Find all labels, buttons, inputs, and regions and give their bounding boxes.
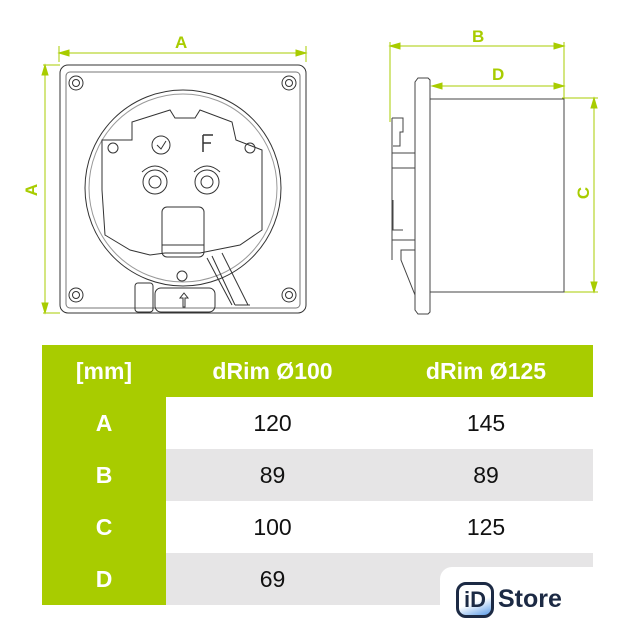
side-diameter-c-label: C <box>574 186 594 200</box>
idstore-logo: iD Store <box>440 567 600 632</box>
cell-value: 100 <box>253 513 292 540</box>
row-label: D <box>42 553 166 605</box>
table-row: A 120 145 <box>42 397 593 449</box>
header-model-100: dRim Ø100 <box>212 357 333 384</box>
header-unit: [mm] <box>75 357 133 384</box>
cell-value: 69 <box>259 565 286 592</box>
table-header: [mm] dRim Ø100 dRim Ø125 <box>42 345 593 397</box>
side-dimension-lines <box>388 42 598 294</box>
cell-value: 125 <box>466 513 506 540</box>
technical-drawing <box>41 42 598 315</box>
header-model-125: dRim Ø125 <box>425 357 547 384</box>
table-row: C 100 125 <box>42 501 593 553</box>
row-label: B <box>42 449 166 501</box>
timer-icon <box>151 135 171 155</box>
cell-value: 89 <box>473 461 499 488</box>
front-height-label: A <box>22 183 42 197</box>
fan-front-view <box>59 64 307 314</box>
fan-side-view <box>391 77 565 315</box>
row-label: A <box>42 397 166 449</box>
front-dimension-lines <box>41 46 308 315</box>
side-depth-b-label: B <box>472 27 485 46</box>
front-width-label: A <box>175 33 188 52</box>
logo-badge: iD <box>456 581 494 618</box>
dimensions-table: [mm] dRim Ø100 dRim Ø125 A 120 145 B 89 … <box>42 345 593 605</box>
logo-text: Store <box>498 585 562 613</box>
row-label: C <box>42 501 166 553</box>
cell-value: 120 <box>253 409 292 436</box>
cell-value: 145 <box>466 409 506 436</box>
cell-value: 89 <box>259 461 286 488</box>
table-row: B 89 89 <box>42 449 593 501</box>
side-depth-d-label: D <box>492 65 505 84</box>
